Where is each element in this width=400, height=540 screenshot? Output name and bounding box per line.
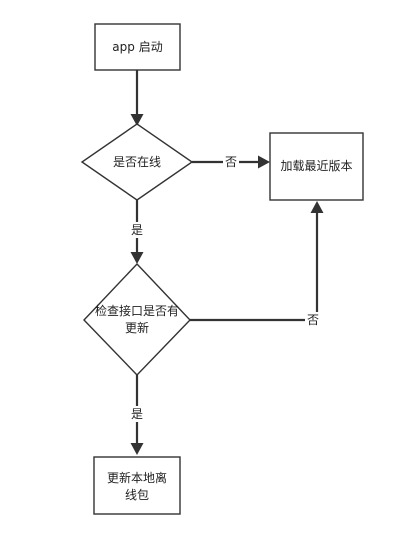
arrowhead-load-latest-left [258, 155, 270, 169]
edge-label-update-yes: 是 [131, 407, 143, 421]
node-online-check-label: 是否在线 [113, 155, 161, 169]
edge-label-online-no: 否 [225, 155, 237, 169]
arrowhead-load-latest-bottom [310, 201, 324, 213]
node-update-check [83, 262, 191, 377]
arrowhead-online-check [130, 114, 144, 126]
node-update-package [93, 456, 181, 515]
node-update-package-label-line2: 线包 [125, 488, 149, 502]
arrowhead-update-check [130, 252, 144, 264]
edge-label-online-yes: 是 [131, 223, 143, 237]
node-start-label: app 启动 [112, 40, 162, 54]
node-update-check-label-line1: 检查接口是否有 [95, 303, 179, 318]
node-load-latest-label: 加载最近版本 [280, 159, 352, 173]
edge-update-check-to-load-latest [190, 213, 319, 322]
arrowhead-update-package [130, 443, 144, 455]
node-online-check [80, 123, 194, 201]
node-load-latest [269, 132, 364, 201]
node-update-check-label-line2: 更新 [125, 320, 149, 335]
node-update-package-label-line1: 更新本地离 [107, 470, 167, 485]
edge-label-update-no: 否 [307, 313, 319, 327]
node-start [94, 23, 181, 71]
